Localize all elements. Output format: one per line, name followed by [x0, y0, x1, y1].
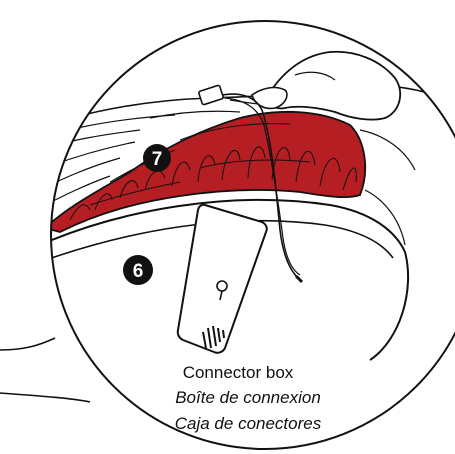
caption-spanish: Caja de conectores — [175, 414, 322, 433]
callout-badge-6: 6 — [123, 255, 153, 285]
caption-french: Boîte de connexion — [175, 388, 321, 407]
callout-badge-7: 7 — [143, 144, 171, 172]
callout-6-number: 6 — [133, 261, 144, 282]
leader-line-upper — [0, 338, 55, 350]
leader-line-lower — [0, 393, 90, 402]
callout-7-number: 7 — [152, 149, 163, 170]
caption-english: Connector box — [183, 363, 294, 382]
